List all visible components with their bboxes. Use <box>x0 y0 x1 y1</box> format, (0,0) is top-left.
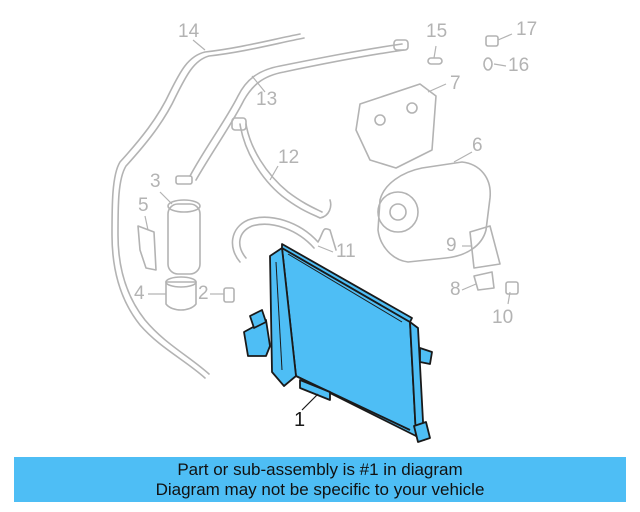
leader-10 <box>507 291 511 305</box>
compressor-hub <box>389 203 407 221</box>
leader-8 <box>461 283 477 291</box>
callout-6: 6 <box>472 135 483 156</box>
callout-14: 14 <box>178 21 200 42</box>
callout-5: 5 <box>138 195 149 216</box>
condenser-fin-line <box>275 261 283 371</box>
ac-compressor <box>377 161 491 263</box>
condenser-fin-line <box>287 253 403 323</box>
ac-hose-14-inner <box>117 37 305 375</box>
callout-15: 15 <box>426 21 448 42</box>
ac-condenser-highlighted <box>243 243 433 443</box>
ac-hose-11-inner <box>239 223 315 259</box>
condenser-bottom-rail <box>295 375 411 431</box>
compressor-bracket <box>355 83 437 169</box>
bracket-bolt <box>374 114 386 126</box>
leader-15 <box>433 45 437 59</box>
leader-6 <box>453 151 473 163</box>
pin-15 <box>427 57 443 65</box>
callout-2: 2 <box>198 283 209 304</box>
hose-13-fitting <box>393 39 409 51</box>
callout-7: 7 <box>450 73 461 94</box>
callout-12: 12 <box>278 147 300 168</box>
bolt-2 <box>223 287 235 303</box>
condenser-top-rail <box>281 243 413 323</box>
bolt-10 <box>505 281 519 295</box>
callout-13: 13 <box>256 89 278 110</box>
banner-line-1: Part or sub-assembly is #1 in diagram <box>177 460 463 479</box>
callout-1: 1 <box>294 409 306 431</box>
leader-5 <box>144 215 149 231</box>
leader-12 <box>269 165 279 181</box>
callout-9: 9 <box>446 235 457 256</box>
ac-hose-14 <box>111 33 301 379</box>
ac-hose-12-inner <box>245 123 323 213</box>
leader-7 <box>427 83 447 93</box>
callout-8: 8 <box>450 279 461 300</box>
hose-12-fitting <box>231 117 247 131</box>
callout-4: 4 <box>134 283 145 304</box>
callout-3: 3 <box>150 171 161 192</box>
ac-hose-12 <box>239 123 332 219</box>
condenser-bracket-9 <box>469 225 501 269</box>
callout-10: 10 <box>492 307 514 328</box>
condenser-core <box>281 247 417 437</box>
condenser-bracket-8 <box>473 271 495 291</box>
leader-17 <box>497 33 513 41</box>
leader-3 <box>159 191 173 205</box>
ac-hose-13 <box>189 43 403 177</box>
hose-13-end <box>175 175 193 185</box>
bracket-bolt <box>406 102 418 114</box>
ac-hose-11 <box>231 216 337 263</box>
leader-16 <box>493 63 507 67</box>
condenser-left-tank <box>269 247 297 387</box>
condenser-mount-tab <box>249 309 267 329</box>
receiver-drier <box>167 203 201 275</box>
drier-bracket <box>137 225 157 271</box>
condenser-lower-lug <box>413 421 431 443</box>
leader-13 <box>251 75 266 93</box>
info-banner: Part or sub-assembly is #1 in diagram Di… <box>14 457 626 502</box>
drier-clamp <box>165 281 197 311</box>
callout-16: 16 <box>508 55 530 76</box>
o-ring-16 <box>483 57 493 71</box>
compressor-pulley <box>377 191 419 233</box>
condenser-side-lug <box>419 347 433 365</box>
callout-11: 11 <box>336 241 356 262</box>
leader-14 <box>192 39 206 51</box>
leader-11 <box>317 245 334 253</box>
callout-17: 17 <box>516 19 538 40</box>
parts-diagram <box>111 33 519 443</box>
cap-17 <box>485 35 499 47</box>
leader-1 <box>301 393 319 411</box>
banner-line-2: Diagram may not be specific to your vehi… <box>155 480 485 499</box>
drier-cap <box>167 199 201 213</box>
drier-clamp-top <box>165 276 197 288</box>
ac-hose-13-inner <box>195 49 405 181</box>
